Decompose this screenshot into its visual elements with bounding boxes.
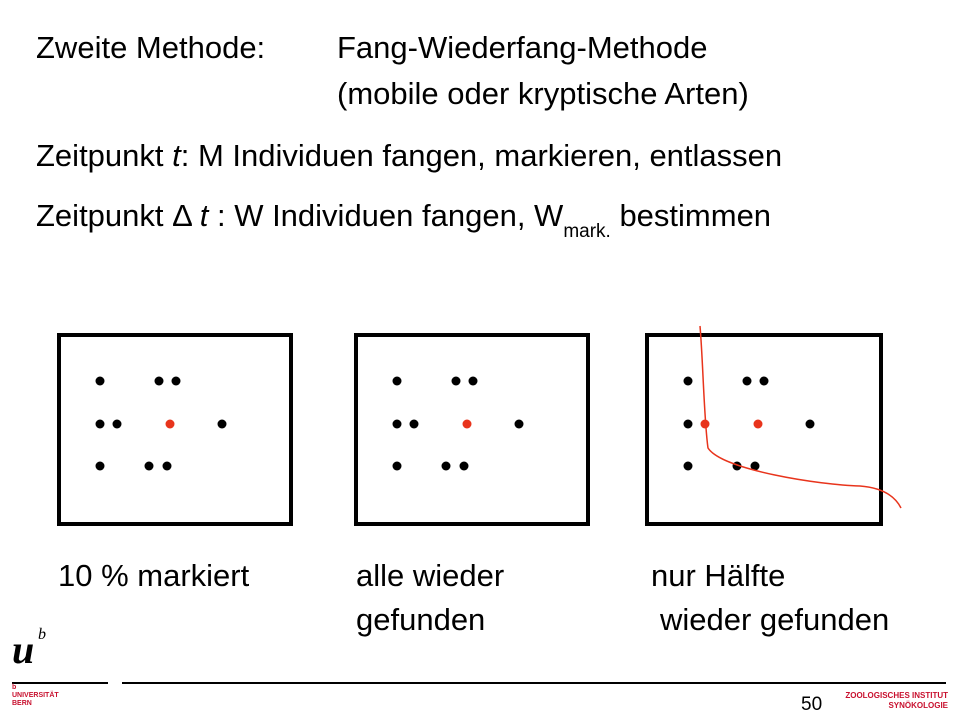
panel-recaptured-half-caption-line-2: wieder gefunden (660, 602, 890, 637)
individual-dot (683, 461, 693, 471)
individual-dot (95, 461, 105, 471)
individual-dot (392, 461, 402, 471)
university-logo-b: b (38, 626, 46, 643)
step-2-description: : W Individuen fangen, W (208, 198, 564, 233)
footer-divider-left (12, 682, 108, 684)
individual-dot (514, 419, 524, 429)
panel-recaptured-half-frame (645, 333, 883, 526)
individual-dot (171, 376, 181, 386)
step-2-text: Zeitpunkt Δ t : W Individuen fangen, Wma… (36, 198, 772, 242)
individual-dot (154, 376, 164, 386)
panel-recaptured-half (645, 325, 902, 526)
panel-marked (57, 333, 293, 526)
individual-dot (805, 419, 815, 429)
panel-recaptured-half-dots (683, 376, 815, 471)
institute-name-line-2: SYNÖKOLOGIE (888, 701, 948, 710)
institute-name: ZOOLOGISCHES INSTITUT SYNÖKOLOGIE (845, 691, 948, 711)
individual-dot (95, 419, 105, 429)
panel-recaptured-all-caption-line-1: alle wieder (356, 558, 505, 593)
individual-dot (409, 419, 419, 429)
university-logo-u: u (12, 627, 35, 672)
slide-title-method: Fang-Wiederfang-Methode (337, 30, 708, 65)
panel-recaptured-all (354, 333, 590, 526)
individual-dot (759, 376, 769, 386)
sampled-area-boundary-line (699, 325, 902, 509)
university-name-b: b (12, 684, 17, 691)
step-2-prefix: Zeitpunkt Δ (36, 198, 200, 233)
footer-divider-right (122, 682, 946, 684)
individual-dot (750, 461, 760, 471)
individual-dot (162, 461, 172, 471)
individual-dot (112, 419, 122, 429)
slide-title-label: Zweite Methode: (36, 30, 266, 65)
step-2-subscript: mark. (563, 221, 611, 242)
university-name-line-2: BERN (12, 700, 32, 707)
individual-dot (451, 376, 461, 386)
page-number: 50 (801, 694, 823, 715)
university-name-line-1: UNIVERSITÄT (12, 692, 59, 699)
panel-recaptured-all-caption-line-2: gefunden (356, 602, 486, 637)
panel-recaptured-all-frame (354, 333, 590, 526)
marked-individual-dot (165, 419, 175, 429)
individual-dot (683, 419, 693, 429)
university-name: b UNIVERSITÄT BERN (12, 684, 59, 708)
individual-dot (95, 376, 105, 386)
individual-dot (742, 376, 752, 386)
individual-dot (217, 419, 227, 429)
individual-dot (441, 461, 451, 471)
individual-dot (392, 376, 402, 386)
individual-dot (144, 461, 154, 471)
slide-subtitle: (mobile oder kryptische Arten) (337, 76, 749, 111)
institute-name-line-1: ZOOLOGISCHES INSTITUT (845, 691, 948, 700)
individual-dot (468, 376, 478, 386)
step-1-prefix: Zeitpunkt (36, 138, 173, 173)
panel-recaptured-all-dots (392, 376, 524, 471)
panel-recaptured-half-caption-line-1: nur Hälfte (651, 558, 786, 593)
marked-individual-dot (462, 419, 472, 429)
panel-marked-dots (95, 376, 227, 471)
step-1-variable: t (172, 138, 181, 173)
panel-marked-frame (57, 333, 293, 526)
step-2-suffix: bestimmen (610, 198, 772, 233)
step-2-variable: t (199, 198, 209, 233)
individual-dot (392, 419, 402, 429)
individual-dot (459, 461, 469, 471)
step-1-description: : M Individuen fangen, markieren, entlas… (180, 138, 783, 173)
marked-individual-dot (753, 419, 763, 429)
individual-dot (683, 376, 693, 386)
step-1-text: Zeitpunkt t: M Individuen fangen, markie… (36, 138, 782, 174)
panel-marked-caption: 10 % markiert (58, 558, 250, 593)
